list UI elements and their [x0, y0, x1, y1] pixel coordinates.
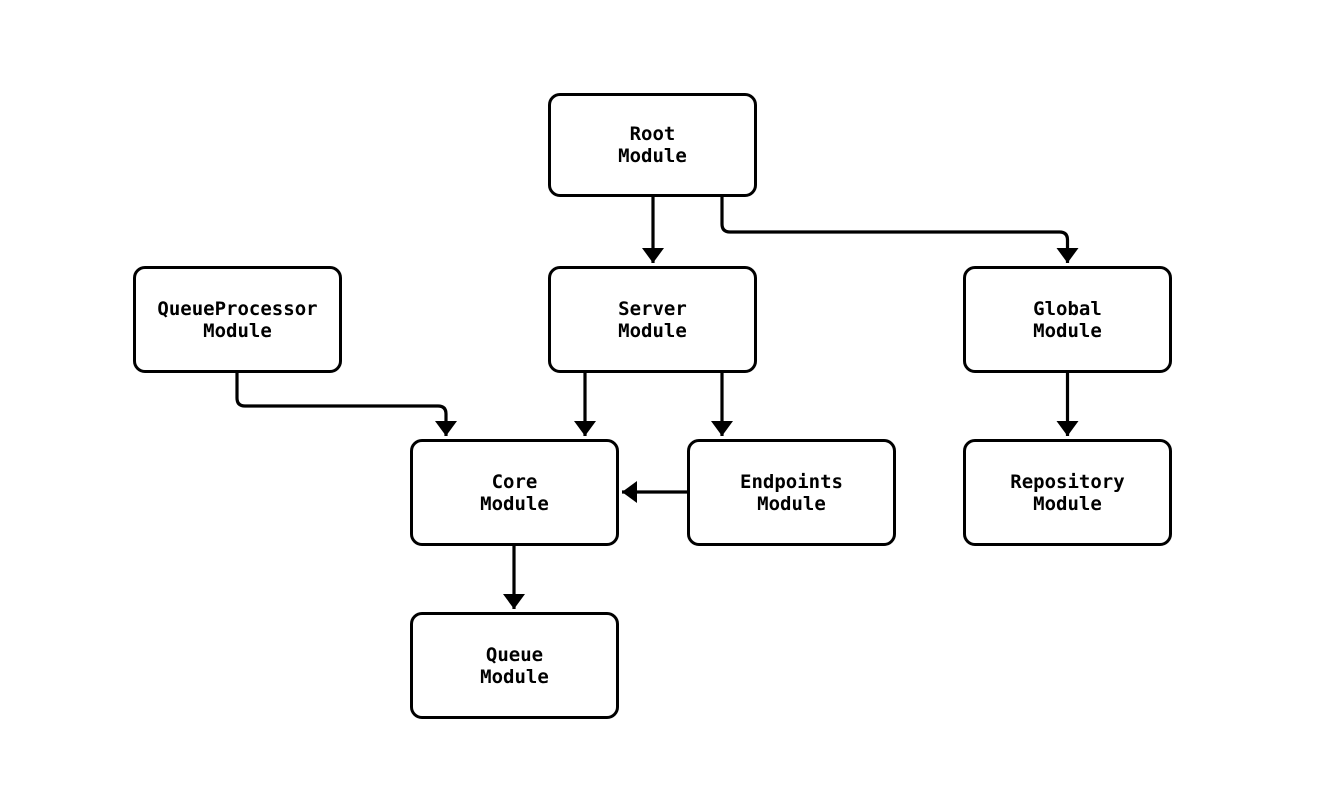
edge-root-to-global	[720, 197, 1079, 263]
node-queueprocessor-module: QueueProcessor Module	[133, 266, 342, 373]
node-core-module: Core Module	[410, 439, 619, 546]
node-repository-module: Repository Module	[963, 439, 1172, 546]
node-global-module: Global Module	[963, 266, 1172, 373]
node-server-module: Server Module	[548, 266, 757, 373]
node-endpoints-module: Endpoints Module	[687, 439, 896, 546]
edge-queueprocessor-to-core	[235, 373, 457, 436]
node-queue-module: Queue Module	[410, 612, 619, 719]
node-root-module: Root Module	[548, 93, 757, 197]
